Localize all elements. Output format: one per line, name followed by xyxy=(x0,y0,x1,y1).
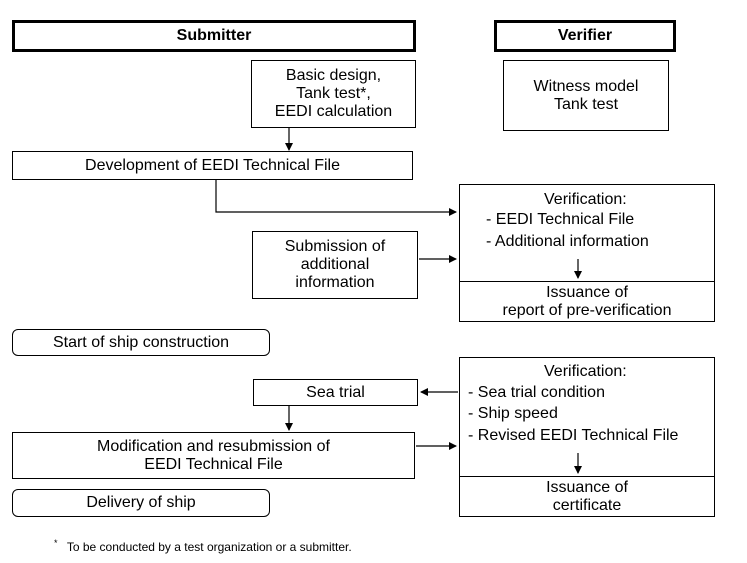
issuance-1-line-1: Issuance of xyxy=(546,284,628,301)
verification-1-title: Verification: xyxy=(544,191,627,208)
verification-1-item-2: - Additional information xyxy=(486,233,649,250)
basic-design-line-2: Tank test*, xyxy=(296,85,371,102)
footnote: * To be conducted by a test organization… xyxy=(54,538,352,554)
witness-tank-test-box: Witness model Tank test xyxy=(503,60,669,131)
verifier-header-label: Verifier xyxy=(557,27,613,44)
verification-1-divider xyxy=(460,281,714,282)
witness-line-2: Tank test xyxy=(553,95,619,113)
start-construction-label: Start of ship construction xyxy=(52,333,230,351)
basic-design-box: Basic design, Tank test*, EEDI calculati… xyxy=(251,60,416,128)
development-box: Development of EEDI Technical File xyxy=(12,151,413,180)
footnote-text: To be conducted by a test organization o… xyxy=(66,540,352,554)
sea-trial-label: Sea trial xyxy=(306,383,365,401)
verification-2-item-1: - Sea trial condition xyxy=(468,384,605,401)
verification-1-item-1: - EEDI Technical File xyxy=(486,211,635,228)
witness-line-1: Witness model xyxy=(533,77,639,95)
verification-2-item-3: - Revised EEDI Technical File xyxy=(468,427,679,444)
verification-2-item-2: - Ship speed xyxy=(468,405,558,422)
submitter-header-label: Submitter xyxy=(176,27,252,44)
issuance-1-section: Issuance of report of pre-verification xyxy=(460,282,714,322)
verification-2-divider xyxy=(460,476,714,477)
submission-box: Submission of additional information xyxy=(252,231,418,299)
issuance-1-line-2: report of pre-verification xyxy=(502,302,672,319)
submission-line-1: Submission of xyxy=(284,238,386,255)
verification-1-box: Verification: - EEDI Technical File - Ad… xyxy=(459,184,715,322)
modification-line-2: EEDI Technical File xyxy=(144,455,283,473)
modification-line-1: Modification and resubmission of xyxy=(96,437,330,455)
submission-line-3: information xyxy=(295,274,375,291)
issuance-2-line-1: Issuance of xyxy=(546,479,628,496)
footnote-mark: * xyxy=(54,538,58,548)
start-construction-box: Start of ship construction xyxy=(12,329,270,356)
development-label: Development of EEDI Technical File xyxy=(85,156,340,174)
arrow-development-to-verification xyxy=(215,180,457,216)
basic-design-line-1: Basic design, xyxy=(285,67,382,84)
modification-box: Modification and resubmission of EEDI Te… xyxy=(12,432,415,479)
basic-design-line-3: EEDI calculation xyxy=(274,103,393,120)
submission-line-2: additional xyxy=(300,256,370,273)
verification-2-title: Verification: xyxy=(544,363,627,380)
submitter-header: Submitter xyxy=(12,20,416,52)
sea-trial-box: Sea trial xyxy=(253,379,418,406)
verifier-header: Verifier xyxy=(494,20,676,52)
issuance-2-section: Issuance of certificate xyxy=(460,477,714,517)
verification-2-box: Verification: - Sea trial condition - Sh… xyxy=(459,357,715,517)
delivery-box: Delivery of ship xyxy=(12,489,270,517)
issuance-2-line-2: certificate xyxy=(552,497,622,514)
delivery-label: Delivery of ship xyxy=(86,494,196,511)
